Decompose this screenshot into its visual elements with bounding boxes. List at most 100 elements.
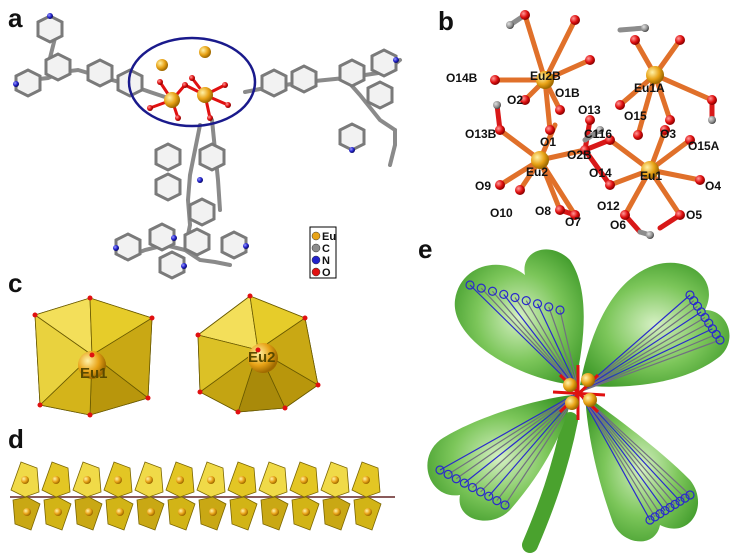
panel-a-eu-cluster [147,46,231,121]
chain-eu-atom [23,508,31,516]
terminal-pyridine-ring [645,515,655,525]
chain-eu-atom [302,508,310,516]
chain-eu-atom [83,476,91,484]
terminal-pyridine-ring [670,499,680,509]
ligand-arm-line [447,391,580,475]
chain-eu-atom [147,508,155,516]
chain-eu-atom [114,476,122,484]
atom-label: O15A [688,139,720,153]
chain-eu-atom [116,508,124,516]
legend-swatch-c [311,243,321,253]
terminal-pyridine-ring [685,490,695,500]
atom-label: C116 [584,127,612,141]
panel-e-label: e [418,234,432,264]
panel-e: e [418,234,730,553]
atom-label: O2 [507,93,523,107]
atom-label: O14B [446,71,478,85]
ligand-arm-line [578,391,656,518]
terminal-pyridine-ring [544,302,554,312]
panel-a-highlight-ellipse [127,36,257,128]
ligand-arm-line [578,316,706,393]
panel-d-label: d [8,424,24,454]
terminal-pyridine-ring [660,506,670,516]
terminal-pyridine-ring [487,286,498,296]
terminal-pyridine-ring [467,482,478,493]
chain-eu-atom [362,476,370,484]
terminal-pyridine-ring [459,478,469,488]
ligand-arm-line [536,303,580,393]
terminal-pyridine-ring [435,465,445,475]
ligand-arm-line [464,391,580,484]
panel-d: d [8,424,395,531]
terminal-pyridine-ring [465,280,475,290]
ligand-arm-line [559,309,580,393]
terminal-pyridine-ring [715,335,725,345]
terminal-pyridine-ring [555,305,565,315]
terminal-pyridine-ring [484,491,494,501]
atom-label: O14 [589,166,612,180]
atom-label: Eu1 [640,169,662,183]
ligand-arm-line [503,294,580,393]
chain-eu-atom [300,476,308,484]
terminal-pyridine-ring [500,500,510,510]
chain-eu-atom [238,476,246,484]
polyhedron-eu1 [32,295,155,418]
panel-b: b [438,6,721,239]
terminal-pyridine-ring [476,487,486,497]
panel-c: c Eu1 [8,268,321,418]
terminal-pyridine-ring [476,283,486,293]
chain-eu-atom [333,508,341,516]
panel-a-nitrogen-atoms [13,13,399,269]
ligand-arm-line [525,300,580,393]
chain-eu-atom [52,476,60,484]
ligand-arm-line [504,391,580,506]
chain-eu-atom [21,476,29,484]
ligand-arm-line [439,391,580,471]
legend-label-eu: Eu [322,231,336,243]
terminal-pyridine-ring [499,289,509,299]
terminal-pyridine-ring [451,474,461,484]
chain-eu-atom [269,476,277,484]
atom-label: O5 [686,208,702,222]
atom-label: Eu2 [526,165,548,179]
terminal-pyridine-ring [510,292,520,303]
ligand-arm-line [514,297,580,393]
terminal-pyridine-ring [492,496,502,506]
atom-label: O9 [475,179,491,193]
ligand-arm-line [578,305,698,393]
panel-a: a [8,3,402,280]
terminal-pyridine-ring [655,509,665,519]
legend-swatch-n [311,255,321,265]
clover-leaf-top-left [454,249,584,385]
terminal-pyridine-ring [521,296,531,306]
chain-eu-atom [85,508,93,516]
chain-eu-atom [209,508,217,516]
ligand-arm-line [492,290,580,393]
terminal-pyridine-ring [650,512,660,522]
ligand-arm-line [480,287,580,393]
atom-label: O1 [540,135,556,149]
polyhedron-eu1-label: Eu1 [80,365,108,382]
atom-label: O12 [597,199,620,213]
atom-label: O3 [660,127,676,141]
atom-label: Eu2B [530,69,561,83]
legend-label-c: C [322,243,330,255]
ligand-arm-line [578,391,691,496]
ligand-arm-line [578,333,717,393]
atom-label: O4 [705,179,721,193]
legend-swatch-eu [311,231,321,241]
terminal-pyridine-ring [532,299,543,309]
clover-eu-core [552,365,606,420]
chain-eu-atom [54,508,62,516]
chain-eu-atom [178,508,186,516]
ligand-arm-line [578,311,702,393]
ligand-arm-line [548,306,580,393]
chain-eu-atom [207,476,215,484]
chain-eu-atom [271,508,279,516]
terminal-pyridine-ring [665,502,675,513]
atom-label: O7 [565,215,581,229]
ligand-arm-line [578,339,721,393]
chain-eu-atom [364,508,372,516]
